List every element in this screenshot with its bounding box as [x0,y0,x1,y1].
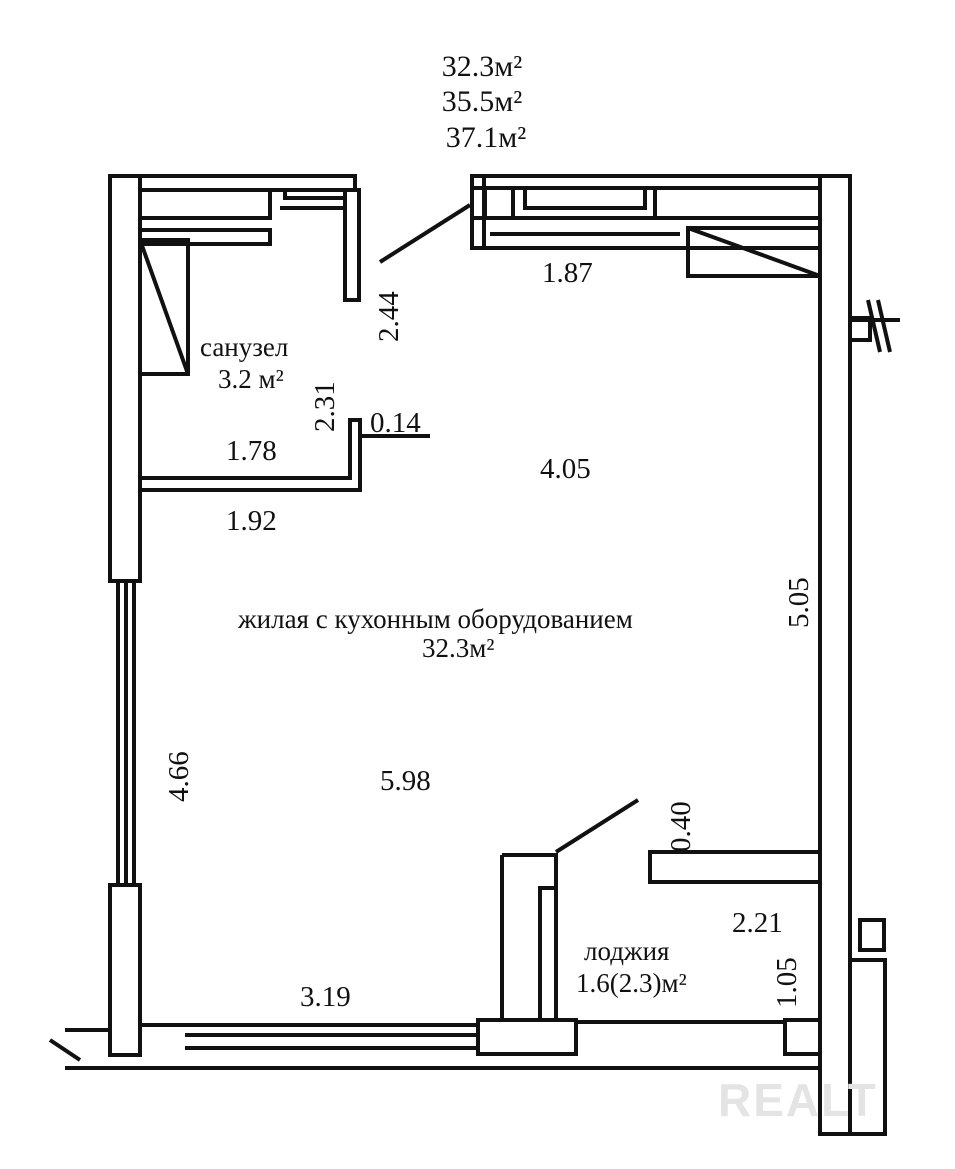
dim-1-92: 1.92 [226,505,277,537]
kitchen-unit [686,226,822,278]
bathroom-top-wall [138,174,357,192]
bathroom-shower-diagonal [138,239,190,375]
bathroom-bench [138,228,272,246]
watermark-logo: REALT [718,1074,878,1126]
bottom-wall-right-block [783,1018,822,1056]
bathroom-area: 3.2 м² [218,364,284,394]
leader-loggia [554,798,640,854]
kitchen-cabinet-3 [653,186,822,220]
bathroom-shower [138,238,190,376]
dim-2-31: 2.31 [309,381,341,432]
right-wall-bump [858,918,886,952]
dim-4-66: 4.66 [163,751,195,802]
total-area-1: 32.3м² [442,50,522,83]
dim-5-05: 5.05 [783,577,815,628]
dim-0-14: 0.14 [370,407,421,439]
bathroom-shelf [283,188,347,200]
dim-2-21: 2.21 [732,907,783,939]
bathroom-top-counter [138,188,272,220]
kitchen-cabinet-1 [483,186,515,220]
kitchen-cabinet-2 [523,186,647,210]
right-break-mark-2 [876,299,892,353]
bottom-wall-left-block [476,1018,578,1056]
dim-4-05: 4.05 [540,453,591,485]
living-area: 32.3м² [422,633,494,663]
top-wall-left-end [470,174,486,250]
dim-3-19: 3.19 [300,981,351,1013]
living-name: жилая с кухонным оборудованием [237,604,633,634]
dim-1-05: 1.05 [771,957,803,1008]
loggia-top-wall [648,850,822,884]
dim-0-40: 0.40 [665,801,697,852]
right-wall-bottom-step [820,958,887,1136]
bathroom-lower-wall [140,418,362,492]
left-wall-upper [108,174,142,583]
bathroom-partition-right [343,188,361,302]
leader-top [378,203,472,264]
total-area-3: 37.1м² [446,121,526,154]
left-break-mark [48,1038,82,1062]
dim-5-98: 5.98 [380,765,431,797]
kitchen-unit-diagonal [687,226,821,278]
loggia-left-wall [500,853,558,1022]
right-wall [818,174,852,1136]
dim-1-87: 1.87 [542,257,593,289]
left-wall-lower [108,883,142,1057]
dim-1-78: 1.78 [226,435,277,467]
bathroom-name: санузел [200,332,288,362]
loggia-name: лоджия [584,936,669,966]
dim-2-44: 2.44 [373,291,405,342]
loggia-area: 1.6(2.3)м² [576,968,687,998]
loggia-left-inner [538,886,558,1022]
total-area-2: 35.5м² [442,85,522,118]
right-break-mark-1 [866,299,882,353]
